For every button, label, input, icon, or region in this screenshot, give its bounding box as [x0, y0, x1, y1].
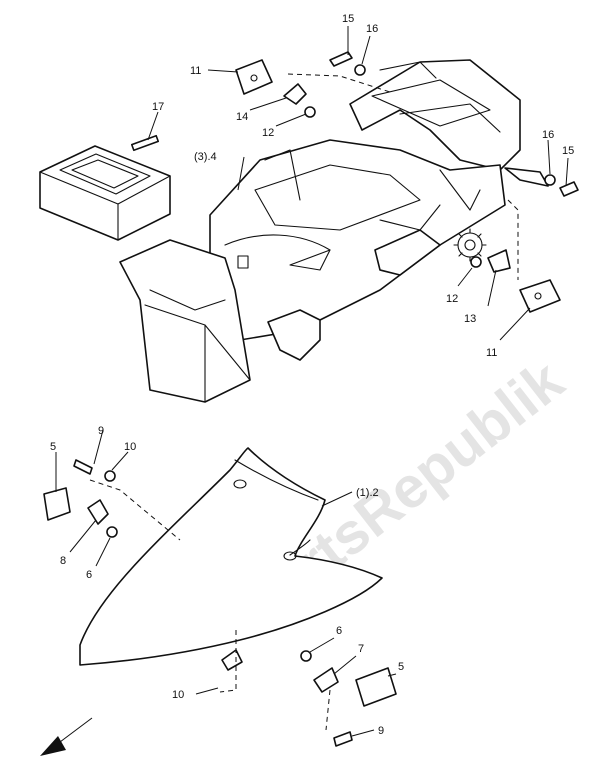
front-fender-assembly-label: (1).2	[356, 487, 379, 499]
callout-10-bottom: 10	[172, 689, 184, 701]
callout-9-top: 9	[98, 425, 104, 437]
callout-15-right: 15	[562, 145, 574, 157]
front-direction-arrow-icon	[40, 717, 93, 756]
front-right-fasteners	[300, 650, 397, 747]
seat-tray	[39, 145, 171, 241]
front-left-fasteners	[43, 459, 181, 541]
callout-8: 8	[60, 555, 66, 567]
callout-12-top: 12	[262, 127, 274, 139]
callout-16-right: 16	[542, 129, 554, 141]
top-fasteners	[235, 51, 391, 118]
callout-14: 14	[236, 111, 248, 123]
callout-6-right: 6	[336, 625, 342, 637]
callout-numbers: 15 16 11 17 14 12 (3).4 16 15 12 13 11 9…	[50, 13, 574, 737]
rear-fender	[119, 59, 521, 403]
callout-10-top: 10	[124, 441, 136, 453]
callout-12-right: 12	[446, 293, 458, 305]
strip-part	[130, 134, 160, 152]
callout-6-left: 6	[86, 569, 92, 581]
callout-15-top: 15	[342, 13, 354, 25]
callout-7: 7	[358, 643, 364, 655]
gear-icon	[453, 228, 487, 262]
front-fender	[79, 447, 383, 693]
leader-lines	[55, 26, 569, 737]
callout-5-left: 5	[50, 441, 56, 453]
callout-11-right: 11	[486, 347, 497, 359]
rear-fender-assembly-label: (3).4	[194, 151, 217, 163]
callout-13: 13	[464, 313, 476, 325]
right-fasteners	[470, 167, 579, 313]
callout-17: 17	[152, 101, 164, 113]
callout-11-top: 11	[190, 65, 201, 77]
callout-16-top: 16	[366, 23, 378, 35]
callout-9-bottom: 9	[378, 725, 384, 737]
callout-5-right: 5	[398, 661, 404, 673]
